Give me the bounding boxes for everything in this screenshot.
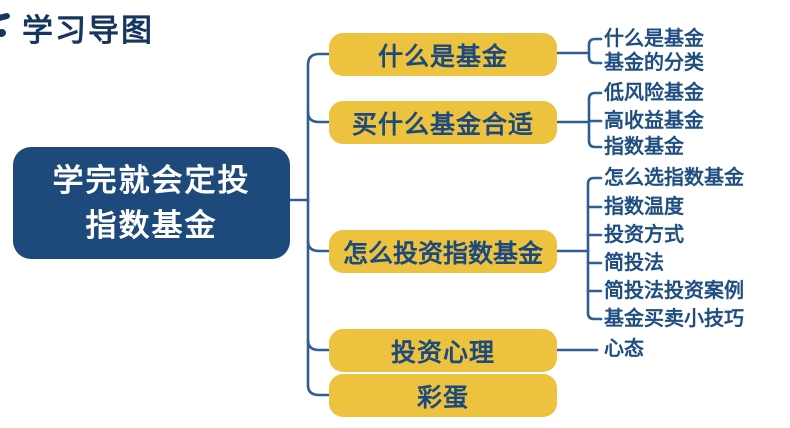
branch-label: 怎么投资指数基金	[342, 239, 543, 268]
branch-node-which-fund: 买什么基金合适	[329, 101, 557, 144]
root-node-label-line1: 学完就会定投	[52, 163, 251, 198]
leaf-label: 指数温度	[604, 196, 684, 218]
page-title: 学习导图	[22, 13, 154, 48]
leaf-label: 低风险基金	[604, 82, 704, 104]
branch-label: 投资心理	[390, 338, 495, 367]
leaf-label: 怎么选指数基金	[604, 167, 744, 189]
leaf-label: 简投法投资案例	[604, 280, 744, 302]
branch-node-psychology: 投资心理	[329, 329, 557, 372]
branch-label: 买什么基金合适	[351, 110, 534, 139]
branch-node-how-to-invest: 怎么投资指数基金	[329, 230, 557, 273]
branch-label: 彩蛋	[416, 383, 469, 412]
branch-node-easter-egg: 彩蛋	[329, 374, 557, 417]
leaf-label: 心态	[604, 338, 644, 360]
leaf-label: 简投法	[604, 252, 664, 274]
root-node: 学完就会定投 指数基金	[13, 147, 290, 259]
leaf-label: 高收益基金	[604, 110, 704, 132]
leaf-label: 指数基金	[604, 136, 684, 158]
root-node-label-line2: 指数基金	[85, 208, 218, 243]
leaf-label: 投资方式	[604, 224, 684, 246]
leaf-label: 基金的分类	[604, 52, 704, 74]
branch-label: 什么是基金	[377, 42, 508, 71]
leaf-label: 基金买卖小技巧	[604, 308, 744, 330]
sparkle-icon	[0, 12, 16, 44]
leaf-label: 什么是基金	[604, 28, 704, 50]
branch-node-what-is-fund: 什么是基金	[329, 33, 557, 76]
